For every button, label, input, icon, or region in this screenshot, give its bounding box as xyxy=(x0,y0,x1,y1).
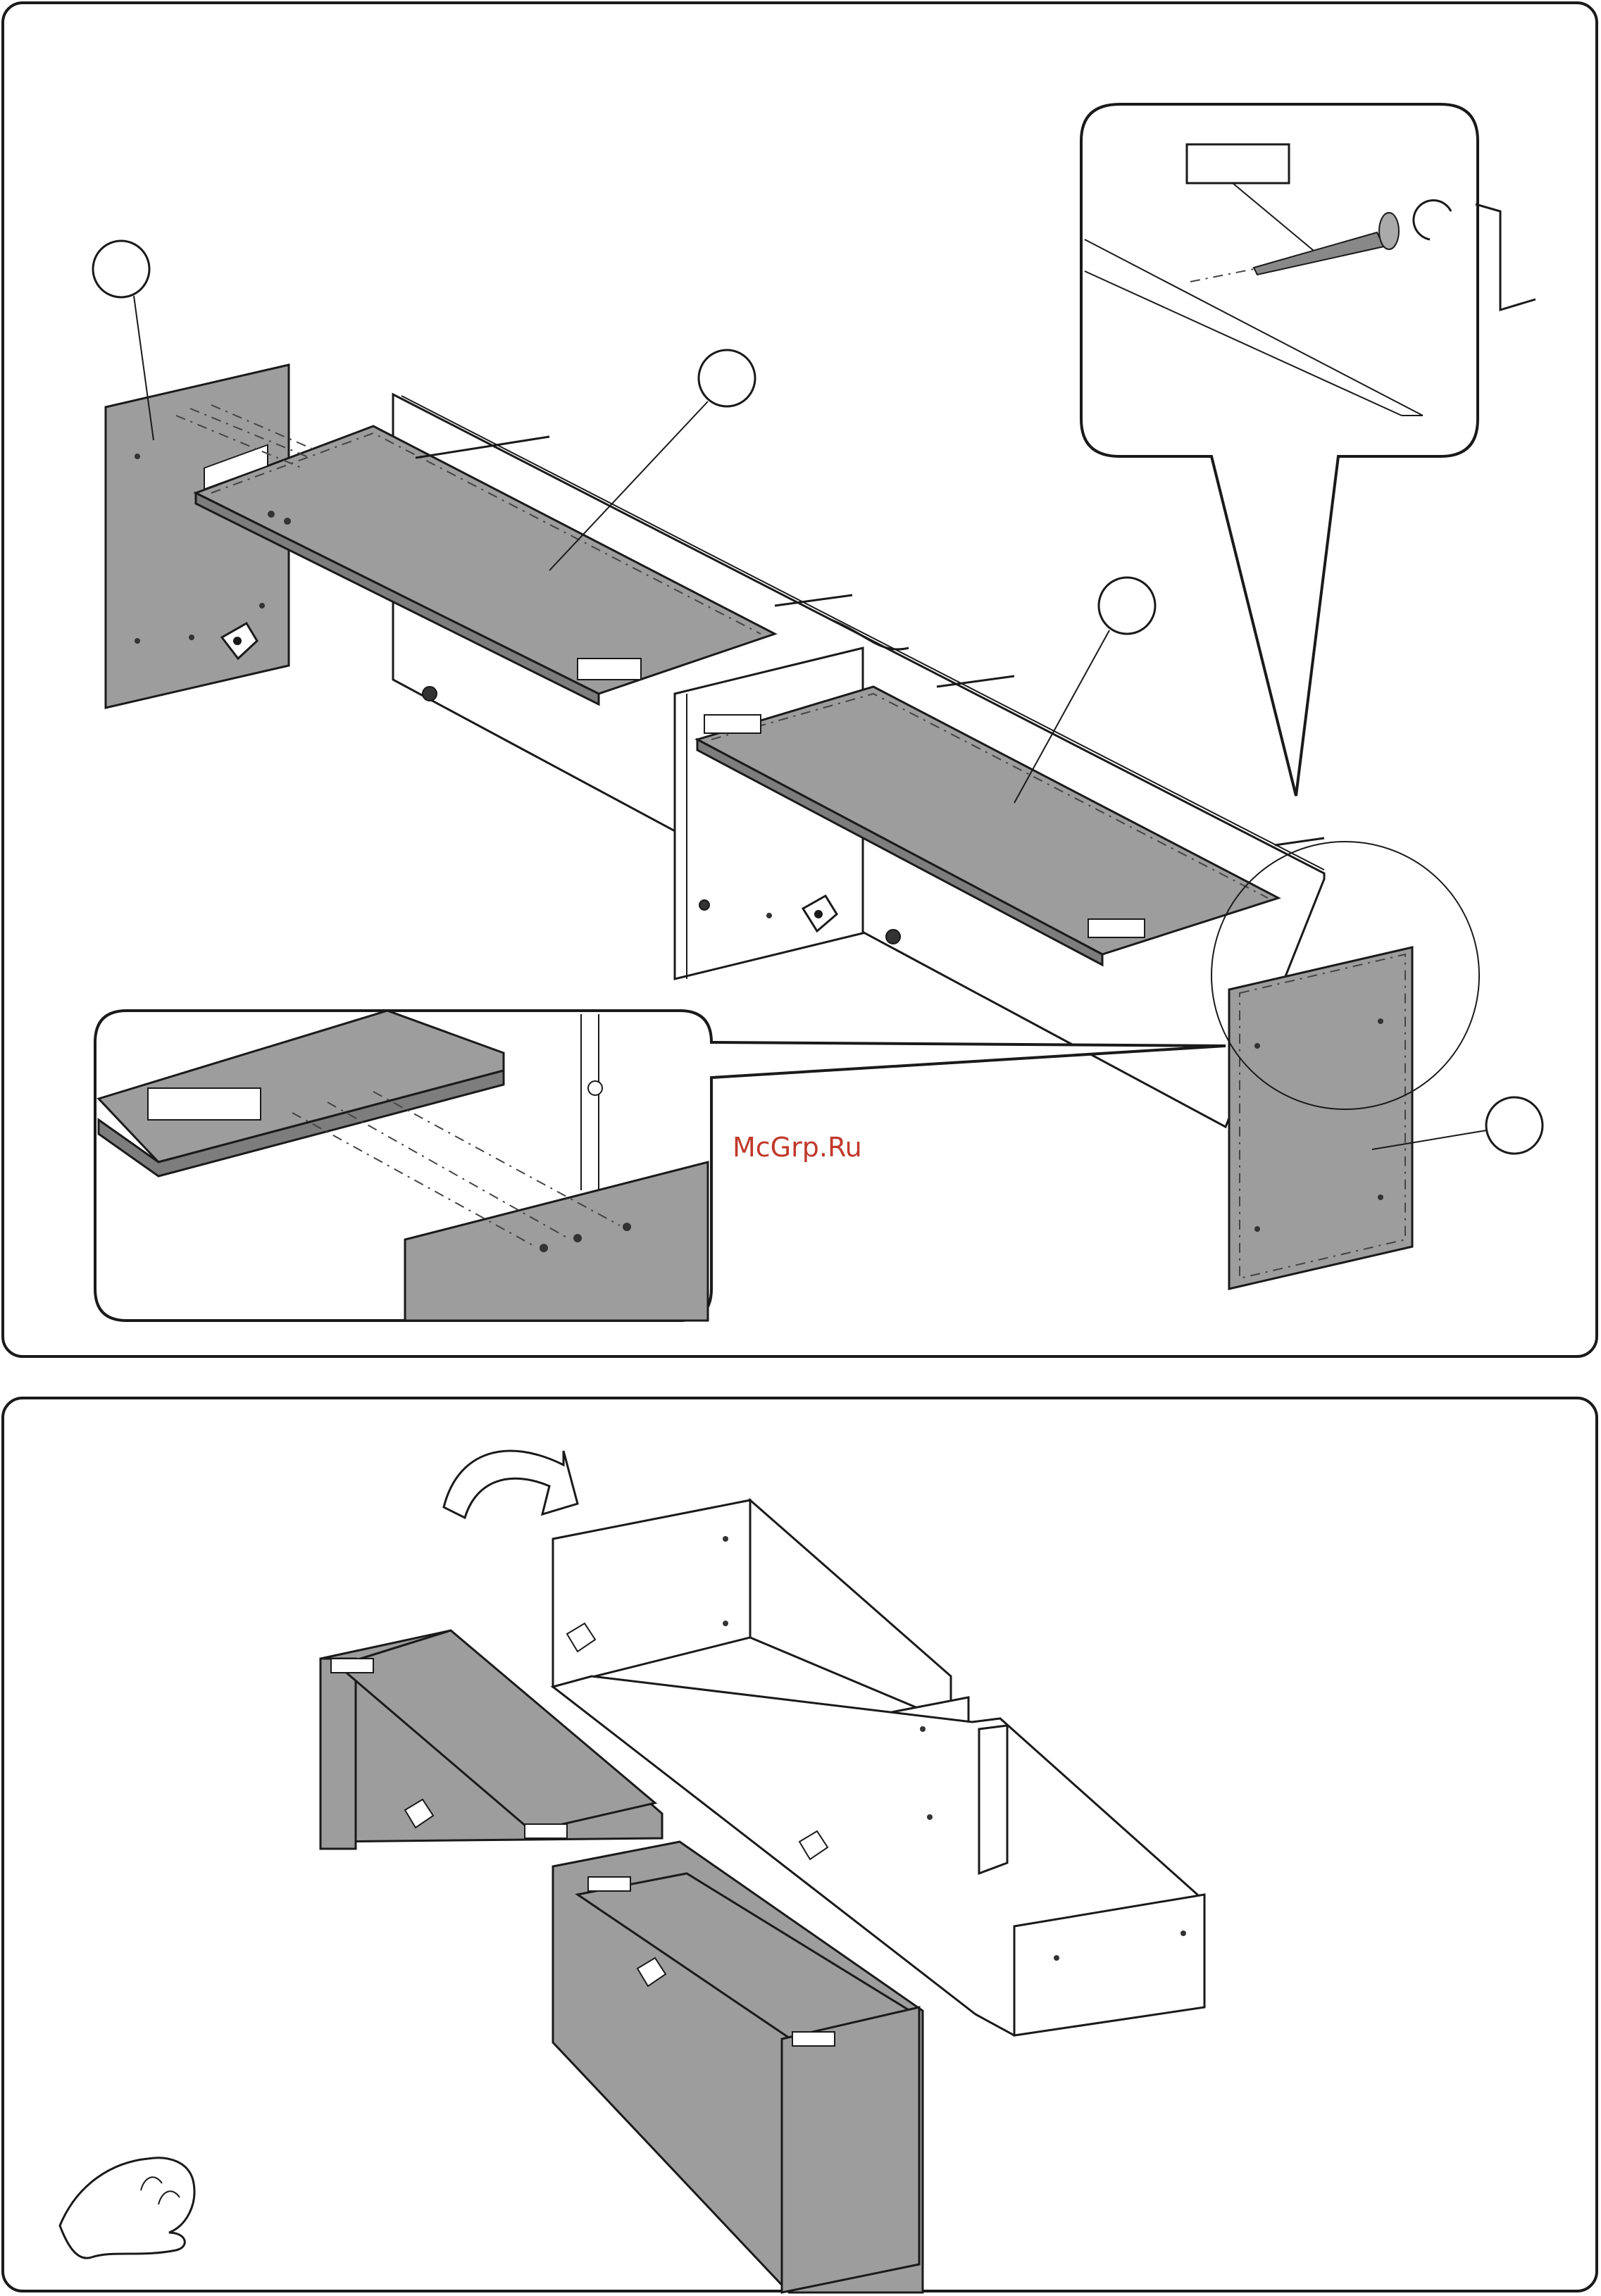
quantity-label-box xyxy=(1187,144,1289,183)
hand-icon xyxy=(60,2158,194,2258)
dowel-detail-inset xyxy=(95,1011,1226,1321)
right-side-panel xyxy=(1229,947,1412,1289)
screw-detail-inset xyxy=(1081,104,1535,796)
watermark-text: McGrp.Ru xyxy=(733,1132,862,1163)
flip-arrow-icon xyxy=(444,1451,578,1518)
